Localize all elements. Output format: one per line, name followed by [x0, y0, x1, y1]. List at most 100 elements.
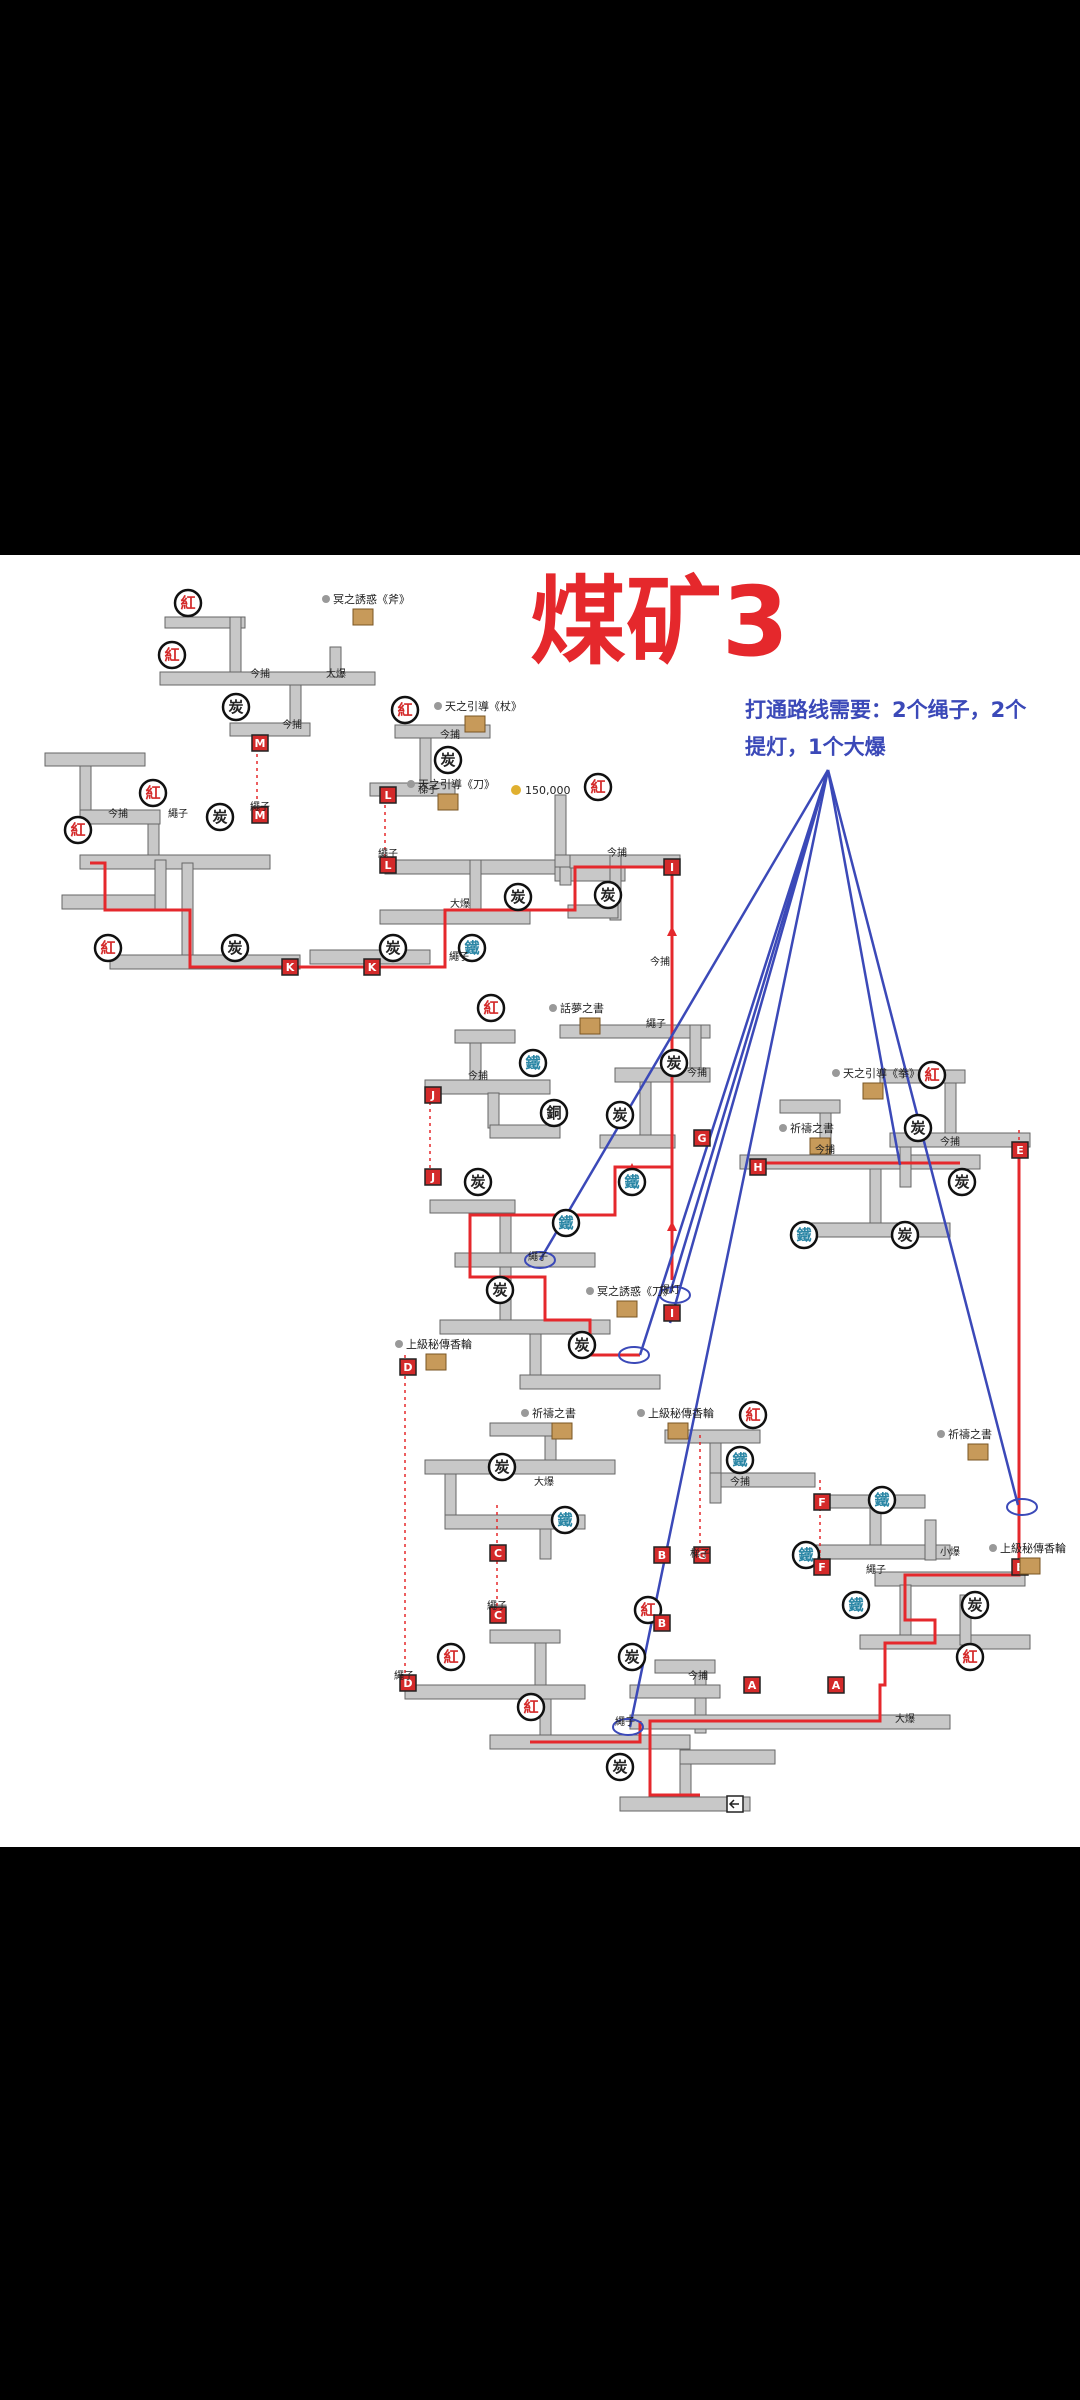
tunnel-segment	[229, 722, 311, 737]
coal-resource-icon: 炭	[605, 1100, 635, 1130]
resource-label: 炭	[492, 1281, 507, 1299]
item-dot-icon	[937, 1430, 945, 1438]
red-resource-icon: 紅	[633, 1595, 663, 1625]
resource-label: 紅	[590, 778, 605, 796]
tunnel-segment	[439, 1319, 611, 1335]
door-marker-i[interactable]: I	[663, 858, 681, 876]
door-marker-f[interactable]: F	[813, 1558, 831, 1576]
tunnel-segment	[469, 859, 482, 911]
door-letter: K	[286, 961, 295, 974]
resource-label: 鐵	[796, 1226, 811, 1244]
door-marker-g[interactable]: G	[693, 1546, 711, 1564]
resource-label: 鐵	[848, 1596, 863, 1614]
red-resource-icon: 紅	[93, 933, 123, 963]
resource-label: 紅	[745, 1406, 760, 1424]
resource-label: 炭	[897, 1226, 912, 1244]
coal-resource-icon: 炭	[947, 1167, 977, 1197]
door-marker-d[interactable]: D	[399, 1674, 417, 1692]
rope-label: 繩子	[487, 1599, 507, 1612]
tunnel-segment	[709, 1472, 722, 1504]
door-marker-l[interactable]: L	[379, 856, 397, 874]
door-marker-b[interactable]: B	[653, 1546, 671, 1564]
rope-label: 繩子	[615, 1715, 635, 1728]
mine-map: 煤矿3 打通路线需要：2个绳子，2个 提灯，1个大爆 紅紅炭紅炭紅炭紅紅紅炭炭炭…	[44, 566, 1066, 1813]
door-marker-d[interactable]: D	[399, 1358, 417, 1376]
resource-label: 鐵	[732, 1451, 747, 1469]
pump-label: 今捕	[688, 1669, 708, 1682]
pump-label: 今捕	[607, 846, 627, 859]
tunnel-segment	[444, 1514, 586, 1530]
door-marker-h[interactable]: H	[749, 1158, 767, 1176]
chest-icon	[616, 1300, 638, 1318]
chest-icon	[579, 1017, 601, 1035]
door-marker-g[interactable]: G	[693, 1129, 711, 1147]
door-marker-k[interactable]: K	[281, 958, 299, 976]
pump-label: 今捕	[282, 718, 302, 731]
iron-resource-icon: 鐵	[841, 1590, 871, 1620]
door-marker-i[interactable]: I	[663, 1304, 681, 1322]
tunnel-segment	[639, 1081, 652, 1143]
chest-icon	[862, 1082, 884, 1100]
resource-label: 炭	[228, 698, 243, 716]
tunnel-segment	[44, 752, 146, 767]
door-marker-k[interactable]: K	[363, 958, 381, 976]
door-letter: B	[658, 1617, 666, 1630]
resource-label: 鐵	[624, 1173, 639, 1191]
coal-resource-icon: 炭	[903, 1113, 933, 1143]
coal-resource-icon: 炭	[593, 880, 623, 910]
item-label: 冥之誘惑《斧》	[333, 592, 410, 606]
pump-label: 今捕	[250, 667, 270, 680]
door-marker-j[interactable]: J	[424, 1168, 442, 1186]
door-marker-e[interactable]: E	[1011, 1141, 1029, 1159]
item-dot-icon	[434, 702, 442, 710]
resource-label: 紅	[180, 594, 195, 612]
door-marker-l[interactable]: L	[379, 786, 397, 804]
tunnel-segment	[289, 684, 302, 724]
guide-line	[538, 769, 830, 1261]
door-marker-b[interactable]: B	[653, 1614, 671, 1632]
coal-resource-icon: 炭	[960, 1590, 990, 1620]
chest-icon	[967, 1443, 989, 1461]
door-marker-a[interactable]: A	[827, 1676, 845, 1694]
target-circle	[1006, 1498, 1038, 1516]
tunnel-segment	[539, 1528, 552, 1560]
door-letter: B	[658, 1549, 666, 1562]
tunnel-segment	[444, 1473, 457, 1520]
door-marker-j[interactable]: J	[424, 1086, 442, 1104]
tunnel-segment	[379, 909, 531, 925]
tunnel-segment	[869, 1168, 882, 1225]
door-letter: D	[403, 1361, 412, 1374]
tunnel-segment	[899, 1146, 912, 1188]
iron-resource-icon: 鐵	[518, 1048, 548, 1078]
iron-resource-icon: 鐵	[791, 1540, 821, 1570]
red-resource-icon: 紅	[516, 1692, 546, 1722]
tunnel-segment	[489, 1629, 561, 1644]
tunnel-segment	[147, 823, 160, 856]
ladder-label: 梯子	[690, 1547, 710, 1560]
door-letter: L	[384, 789, 391, 802]
door-marker-m[interactable]: M	[251, 734, 269, 752]
note-line-2: 提灯，1个大爆	[745, 735, 887, 759]
resource-label: 鐵	[558, 1214, 573, 1232]
tunnel-segment	[924, 1519, 937, 1561]
mine-map-image[interactable]: 煤矿3 打通路线需要：2个绳子，2个 提灯，1个大爆 紅紅炭紅炭紅炭紅紅紅炭炭炭…	[0, 555, 1080, 1847]
resource-label: 炭	[666, 1054, 681, 1072]
ladder-label: 梯子	[418, 783, 438, 796]
door-marker-c[interactable]: C	[489, 1544, 507, 1562]
red-resource-icon: 紅	[476, 993, 506, 1023]
red-resource-icon: 紅	[955, 1642, 985, 1672]
door-marker-m[interactable]: M	[251, 806, 269, 824]
door-letter: K	[368, 961, 377, 974]
rope-label: 繩子	[646, 1017, 666, 1030]
door-letter: F	[818, 1496, 826, 1509]
route-path	[530, 1721, 642, 1744]
door-marker-c[interactable]: C	[489, 1606, 507, 1624]
exit-icon[interactable]	[726, 1795, 744, 1813]
tunnel-segment	[694, 1672, 707, 1734]
door-marker-a[interactable]: A	[743, 1676, 761, 1694]
door-marker-f[interactable]: F	[813, 1493, 831, 1511]
coal-resource-icon: 炭	[220, 933, 250, 963]
guide-line	[628, 769, 830, 1728]
door-letter: J	[430, 1171, 435, 1184]
guide-line	[668, 769, 830, 1294]
